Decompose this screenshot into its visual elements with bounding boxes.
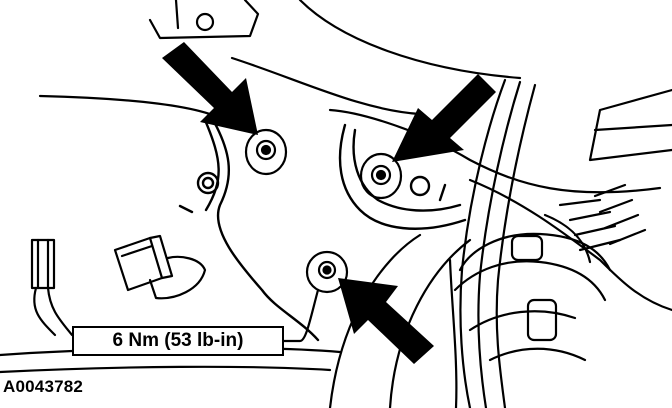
lower-structure [0,178,672,408]
upper-left-bolt [244,128,288,176]
upper-right-bolt [359,152,403,200]
figure-id: A0043782 [3,377,84,396]
housing-outline [38,0,662,194]
left-connector [30,238,74,337]
arrow-to-upper-right-bolt-icon [392,74,496,162]
arrow-to-upper-left-bolt-icon [162,42,258,135]
upper-bracket [148,0,260,40]
right-bracket [588,88,672,162]
lower-bolt [305,250,349,294]
callout-leader [282,288,320,343]
center-connector [113,234,207,300]
wiring-harness [448,78,647,408]
mounting-plate [178,116,467,342]
arrow-to-lower-bolt-icon [338,278,434,364]
torque-spec-label: 6 Nm (53 lb-in) [72,326,284,356]
